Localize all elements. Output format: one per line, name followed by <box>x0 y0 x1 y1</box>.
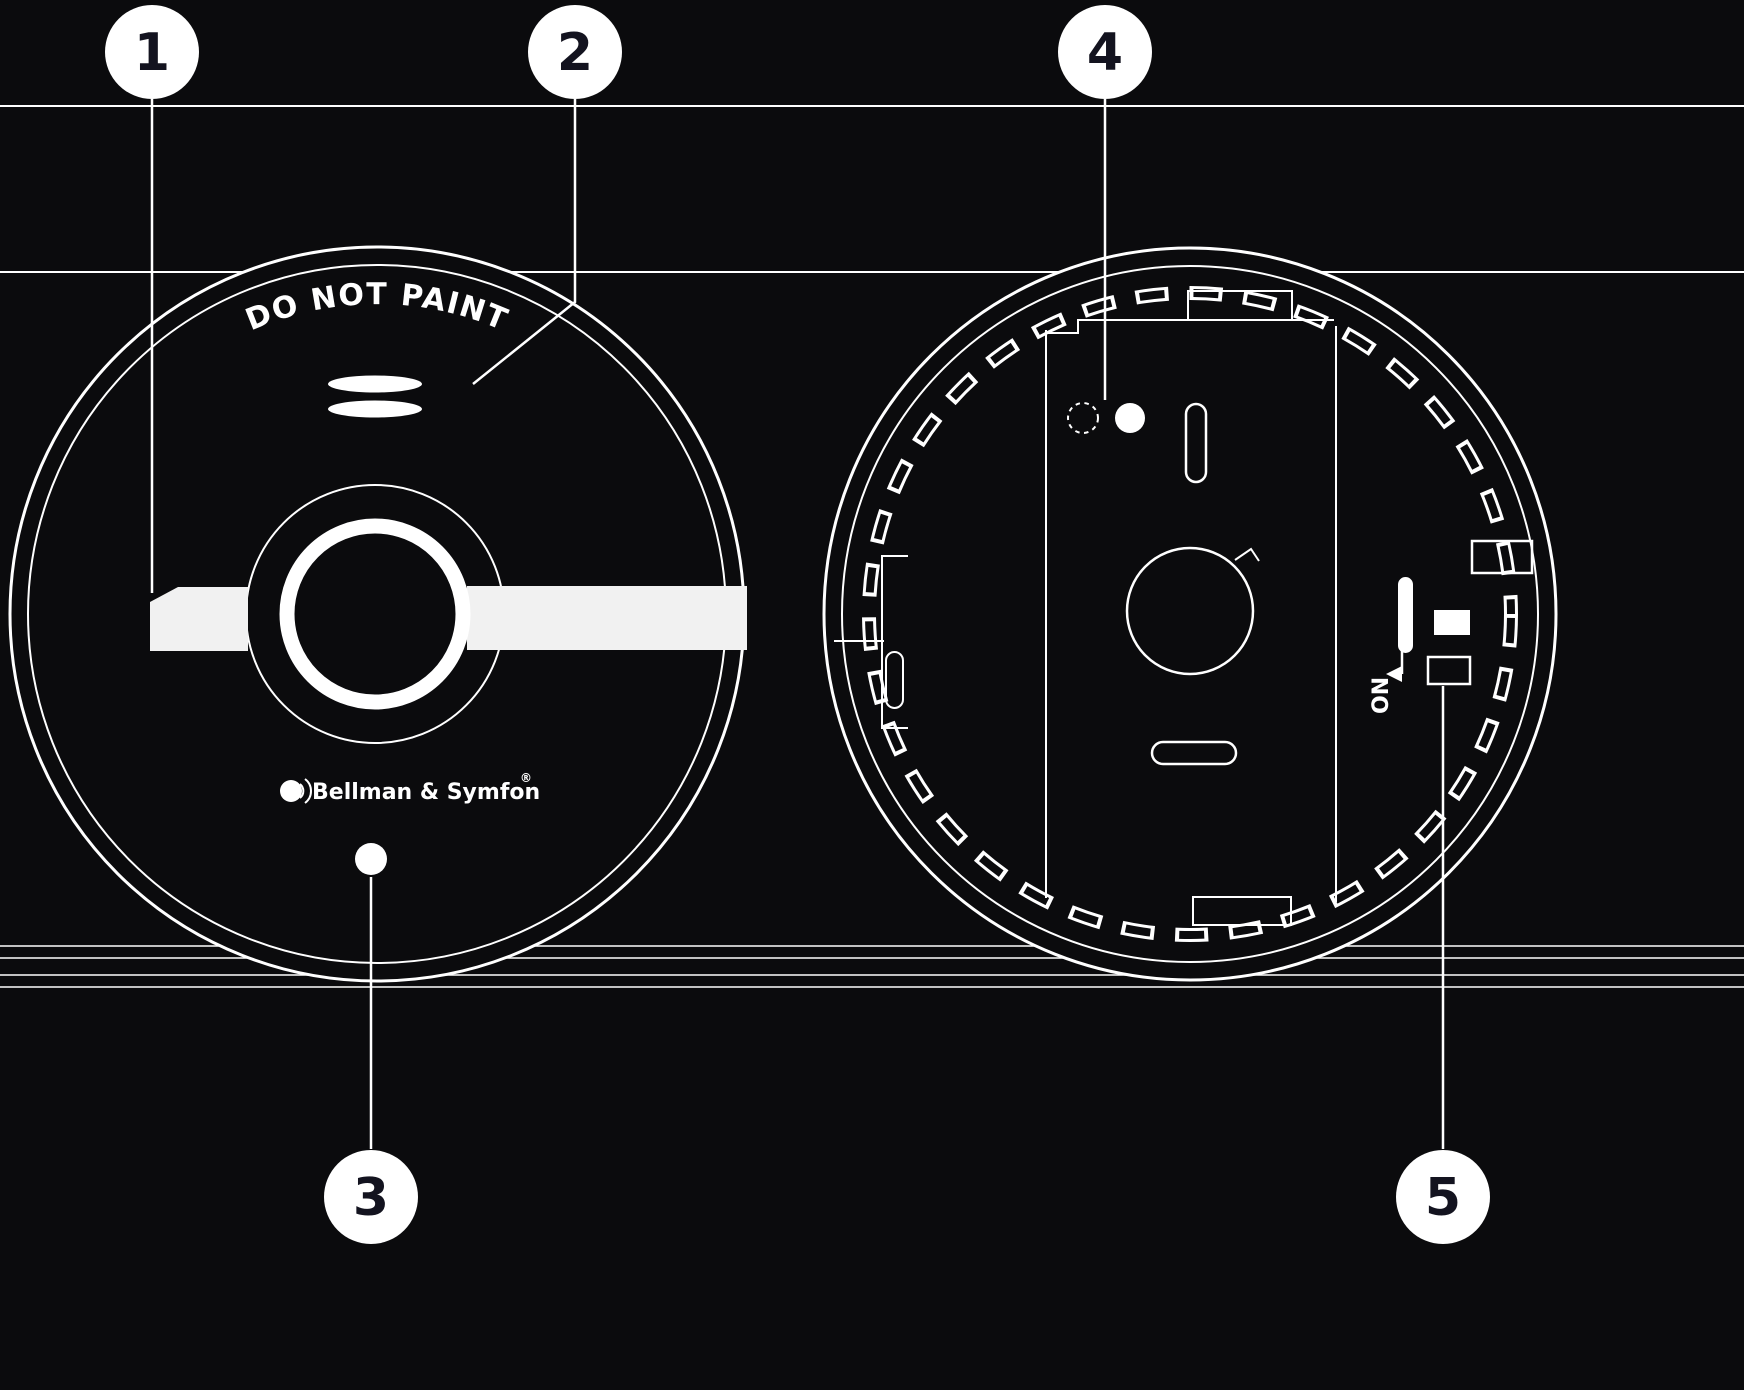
on-switch-capsule <box>1398 577 1413 653</box>
callout-3-number: 3 <box>353 1168 389 1228</box>
callout-3: 3 <box>324 1150 418 1244</box>
callout-1-number: 1 <box>134 23 170 83</box>
on-arrow-head-icon <box>1386 666 1402 682</box>
left-bracket-slot <box>885 651 904 709</box>
led-indicator-dot <box>355 843 387 875</box>
latch-catch-outline <box>1426 655 1472 686</box>
callout-1: 1 <box>105 5 199 99</box>
mounting-seam-band-right <box>467 586 747 650</box>
mounting-seam-band-left <box>150 587 248 651</box>
callout-5-number: 5 <box>1425 1168 1461 1228</box>
on-label: ON <box>1369 677 1394 714</box>
center-mounting-hole <box>1125 546 1255 676</box>
callout-4-number: 4 <box>1087 23 1123 83</box>
leader-lines <box>150 99 1445 1149</box>
alignment-dot <box>1115 403 1145 433</box>
registered-mark: ® <box>520 771 532 785</box>
callout-4: 4 <box>1058 5 1152 99</box>
center-hole-notch <box>1234 547 1260 562</box>
alignment-dashed-circle <box>1067 402 1099 434</box>
callout-3-circle <box>324 1150 418 1244</box>
sound-vent-slot-1 <box>328 375 422 393</box>
callout-4-circle <box>1058 5 1152 99</box>
leader-line-2 <box>472 99 577 385</box>
callout-1-circle <box>105 5 199 99</box>
backplate-bottom-tab <box>1192 896 1292 926</box>
brand-logo-soundwave-outer-icon <box>304 778 312 804</box>
keyhole-slot-vertical <box>1184 402 1208 484</box>
smoke-detector-back-view: ON <box>822 246 1558 982</box>
back-housing-inner-rim <box>841 265 1539 963</box>
test-button-ring <box>279 518 471 710</box>
brand-logo-speaker-icon <box>280 780 302 802</box>
callouts: 1 2 4 3 5 <box>105 5 1490 1244</box>
smoke-detector-front-view: DO NOT PAINT Bellman & Symfon ® <box>8 245 747 983</box>
callout-5: 5 <box>1396 1150 1490 1244</box>
brand-logo: Bellman & Symfon ® <box>280 771 540 805</box>
bracket-slot-horizontal <box>1150 740 1238 766</box>
backplate-top-edge-left <box>1048 319 1188 334</box>
latch-catch-block <box>1434 610 1470 635</box>
latch-tab-outline <box>1470 539 1534 575</box>
on-switch-assembly: ON <box>1369 539 1534 714</box>
mounting-dash-ring-inner <box>865 289 1515 939</box>
sound-vent-slot-2 <box>328 400 422 418</box>
brand-label: Bellman & Symfon <box>312 780 540 805</box>
callout-2-circle <box>528 5 622 99</box>
callout-2: 2 <box>528 5 622 99</box>
callout-2-number: 2 <box>557 23 593 83</box>
backplate-top-tab <box>1187 290 1293 321</box>
brand-logo-soundwave-inner-icon <box>299 783 305 799</box>
callout-5-circle <box>1396 1150 1490 1244</box>
